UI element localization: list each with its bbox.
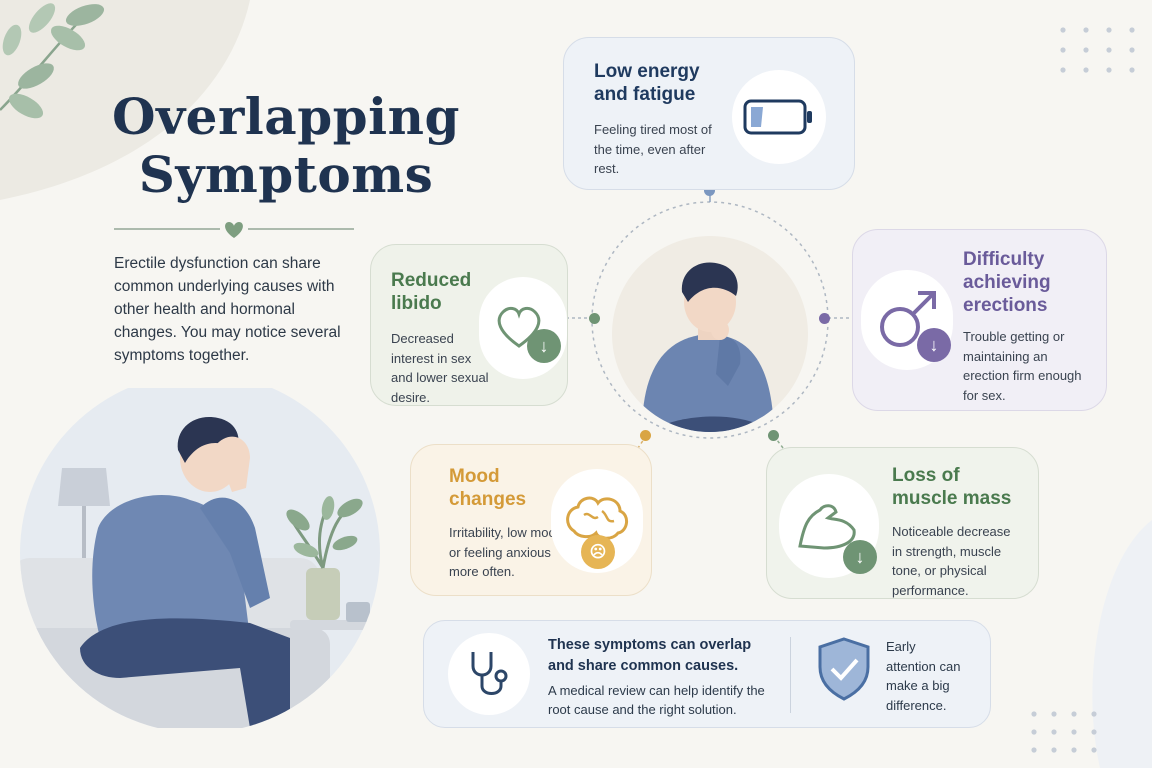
card-low-energy-title: Low energy and fatigue — [594, 61, 700, 105]
card-muscle-desc: Noticeable decrease in strength, muscle … — [892, 524, 1011, 598]
card-erections: Difficulty achieving erections Trouble g… — [852, 229, 1107, 411]
male-symbol-icon: ↓ — [861, 270, 953, 370]
stethoscope-icon — [448, 633, 530, 715]
footer-side-text: Early attention can make a big differenc… — [886, 639, 961, 713]
connector-dot-bottom-right — [768, 430, 779, 441]
sitting-man-illustration — [20, 388, 380, 728]
thinking-man-illustration — [612, 236, 808, 432]
brain-sad-icon: ☹ — [551, 469, 643, 573]
card-erections-title: Difficulty achieving erections — [963, 249, 1051, 316]
card-erections-desc: Trouble getting or maintaining an erecti… — [963, 329, 1082, 403]
card-muscle-title: Loss of muscle mass — [892, 465, 1012, 509]
card-muscle-mass: Loss of muscle mass Noticeable decrease … — [766, 447, 1039, 599]
leaf-decoration-icon — [0, 3, 105, 119]
card-reduced-libido: Reduced libido Decreased interest in sex… — [370, 244, 568, 406]
card-libido-desc: Decreased interest in sex and lower sexu… — [391, 331, 489, 405]
down-arrow-icon: ↓ — [917, 328, 951, 362]
title-line-2: Symptoms — [138, 145, 434, 204]
page-title: Overlapping Symptoms — [96, 88, 476, 204]
footer-body: A medical review can help identify the r… — [548, 683, 765, 717]
intro-text: Erectile dysfunction can share common un… — [114, 255, 341, 364]
battery-low-icon — [732, 70, 826, 164]
heart-icon — [225, 222, 243, 238]
card-mood-title: Mood changes — [449, 466, 527, 510]
heart-down-icon: ↓ — [479, 277, 567, 379]
footer-heading: These symptoms can overlap and share com… — [548, 637, 752, 674]
card-low-energy-desc: Feeling tired most of the time, even aft… — [594, 122, 712, 176]
connector-dot-right — [819, 313, 830, 324]
title-divider — [114, 222, 354, 238]
connector-dot-left — [589, 313, 600, 324]
sad-face-icon: ☹ — [581, 535, 615, 569]
connector-dot-top — [704, 185, 715, 196]
flexed-arm-icon: ↓ — [779, 474, 879, 578]
shield-check-icon — [818, 637, 870, 701]
down-arrow-icon: ↓ — [527, 329, 561, 363]
footer-divider — [790, 637, 791, 713]
title-line-1: Overlapping — [112, 87, 460, 146]
footer-panel: These symptoms can overlap and share com… — [423, 620, 991, 728]
card-libido-title: Reduced libido — [391, 270, 472, 314]
card-mood-desc: Irritability, low mood, or feeling anxio… — [449, 525, 567, 579]
connector-dot-bottom-left — [640, 430, 651, 441]
card-low-energy: Low energy and fatigue Feeling tired mos… — [563, 37, 855, 190]
down-arrow-icon: ↓ — [843, 540, 877, 574]
card-mood-changes: Mood changes Irritability, low mood, or … — [410, 444, 652, 596]
